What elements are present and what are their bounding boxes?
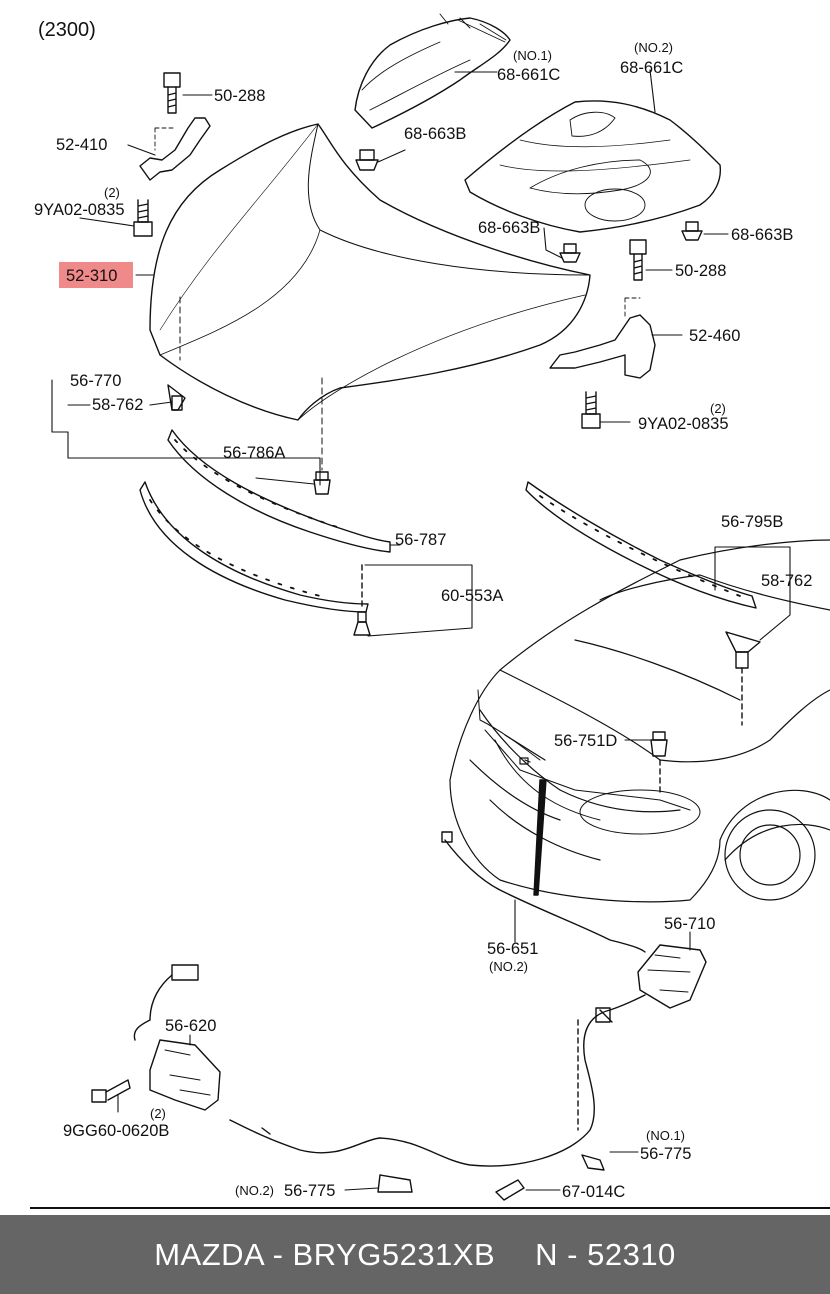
seal-60-553a [139,481,369,613]
cable-56-775 [229,994,646,1167]
cable-56-651 [444,839,646,953]
label-56-651: 56-651 [487,940,538,958]
insulator-no1 [354,17,511,129]
label-52-460: 52-460 [689,327,740,345]
seal-56-787 [167,429,391,553]
seal-56-795b [525,481,757,609]
label-9ya02-b: 9YA02-0835 [638,415,729,433]
label-56-775-b: 56-775 [284,1182,335,1200]
latch-56-620 [149,1039,221,1111]
label-50-288-b: 50-288 [675,262,726,280]
support-rod [533,779,547,896]
group-code: (2300) [38,19,96,41]
label-56-795b: 56-795B [721,513,783,531]
label-56-770: 56-770 [70,372,121,390]
bumper-56-751d [650,731,668,757]
label-68-663b-2: 68-663B [478,219,540,237]
label-68-663b-3: 68-663B [731,226,793,244]
no2-b: (NO.2) [489,959,528,974]
bracket-56-775-no2 [377,1174,413,1193]
release-handle-56-710 [637,944,707,1009]
label-9ya02-a: 9YA02-0835 [34,201,125,219]
label-52-310: 52-310 [66,267,117,285]
clip-67-014c [495,1179,525,1201]
label-58-762-a: 58-762 [92,396,143,414]
bolt-50-288-left [163,72,181,114]
label-56-620: 56-620 [165,1017,216,1035]
no2-c: (NO.2) [235,1183,274,1198]
label-9gg60: 9GG60-0620B [63,1122,169,1140]
hinge-left [139,117,211,181]
label-60-553a: 60-553A [441,587,503,605]
parts-diagram: (2300) 50-288 52-410 (2) 9YA02-0835 52-3… [30,13,830,1209]
footer-part-number: MAZDA - BRYG5231XB [154,1236,496,1272]
bracket-56-775-no1 [581,1154,605,1171]
footer-diagram-ref: N - 52310 [535,1236,676,1272]
insulator-no2 [464,100,722,233]
part-footer: MAZDA - BRYG5231XB N - 52310 [0,1215,830,1294]
clip-68-663b-3 [681,221,703,241]
label-68-663b-1: 68-663B [404,125,466,143]
bolt-50-288-right [629,239,647,281]
label-52-410: 52-410 [56,136,107,154]
clip-58-762-left [167,384,186,411]
label-68-661c-1: 68-661C [497,66,560,84]
highlight-52-310 [59,262,133,288]
label-68-661c-2: 68-661C [620,59,683,77]
hinge-right [549,314,656,379]
car-body [449,539,830,903]
label-67-014c: 67-014C [562,1183,625,1201]
bolt-9gg60 [91,1079,131,1103]
label-50-288-a: 50-288 [214,87,265,105]
label-56-775-a: 56-775 [640,1145,691,1163]
qty-c: (2) [150,1106,166,1121]
clip-68-663b-1 [355,149,379,171]
clip-68-663b-2 [559,243,581,263]
bolt-9ya02-left [133,199,153,237]
qty-b: (2) [710,401,726,416]
qty-a: (2) [104,185,120,200]
label-56-786a: 56-786A [223,444,285,462]
no1-b: (NO.1) [646,1128,685,1143]
bolt-9ya02-right [581,391,601,429]
clip-58-762-right [725,631,761,669]
label-56-710: 56-710 [664,915,715,933]
hood-panel [149,123,591,421]
label-56-787: 56-787 [395,531,446,549]
label-56-751d: 56-751D [554,732,617,750]
no1-a: (NO.1) [513,48,552,63]
bumper-56-786a [313,471,331,495]
clip-60-553a [353,611,371,636]
label-58-762-b: 58-762 [761,572,812,590]
no2-a: (NO.2) [634,40,673,55]
